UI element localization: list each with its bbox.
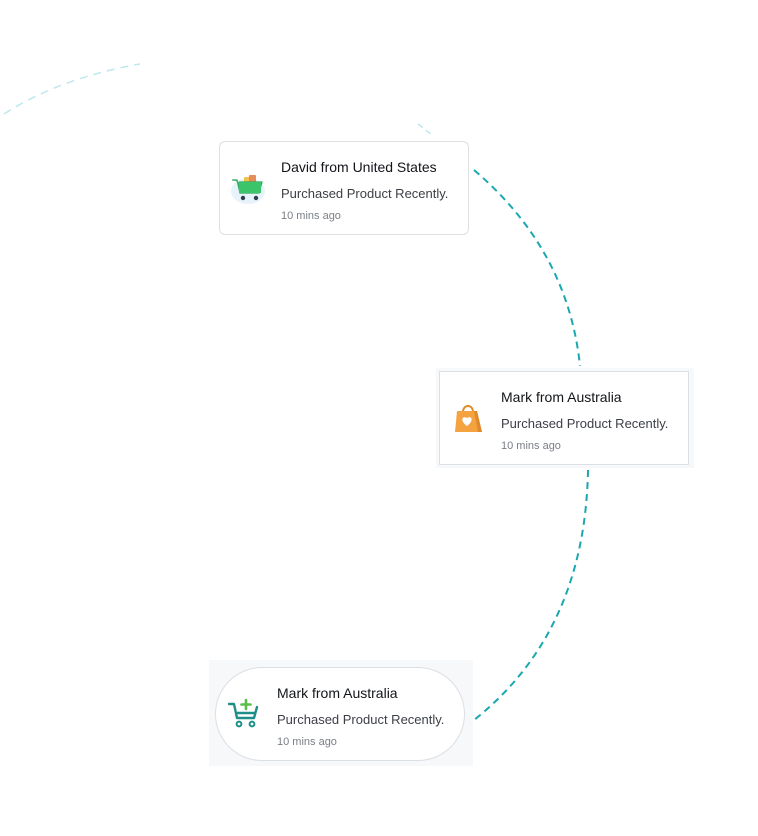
notification-title: Mark from Australia — [277, 685, 398, 701]
notification-message: Purchased Product Recently. — [281, 186, 449, 201]
notification-time: 10 mins ago — [277, 736, 337, 748]
notification-card[interactable]: Mark from Australia Purchased Product Re… — [215, 667, 465, 761]
notification-text: Mark from Australia Purchased Product Re… — [277, 684, 444, 749]
notification-time: 10 mins ago — [501, 440, 561, 452]
faint-tick-connector — [417, 123, 432, 135]
notification-message: Purchased Product Recently. — [277, 712, 445, 727]
notification-text: David from United States Purchased Produ… — [281, 158, 448, 223]
notification-title: David from United States — [281, 159, 437, 175]
notification-text: Mark from Australia Purchased Product Re… — [501, 388, 668, 453]
cart-add-icon — [226, 696, 262, 732]
notification-time: 10 mins ago — [281, 210, 341, 222]
notification-card[interactable]: David from United States Purchased Produ… — [219, 141, 469, 235]
shopping-bag-heart-icon — [450, 400, 486, 436]
dashed-connector-top — [473, 169, 581, 367]
notification-title: Mark from Australia — [501, 389, 622, 405]
shopping-cart-full-icon — [230, 170, 266, 206]
faint-arc-connector — [3, 63, 141, 115]
notification-card[interactable]: Mark from Australia Purchased Product Re… — [439, 371, 689, 465]
notification-message: Purchased Product Recently. — [501, 416, 669, 431]
dashed-connector-bottom — [473, 469, 589, 721]
